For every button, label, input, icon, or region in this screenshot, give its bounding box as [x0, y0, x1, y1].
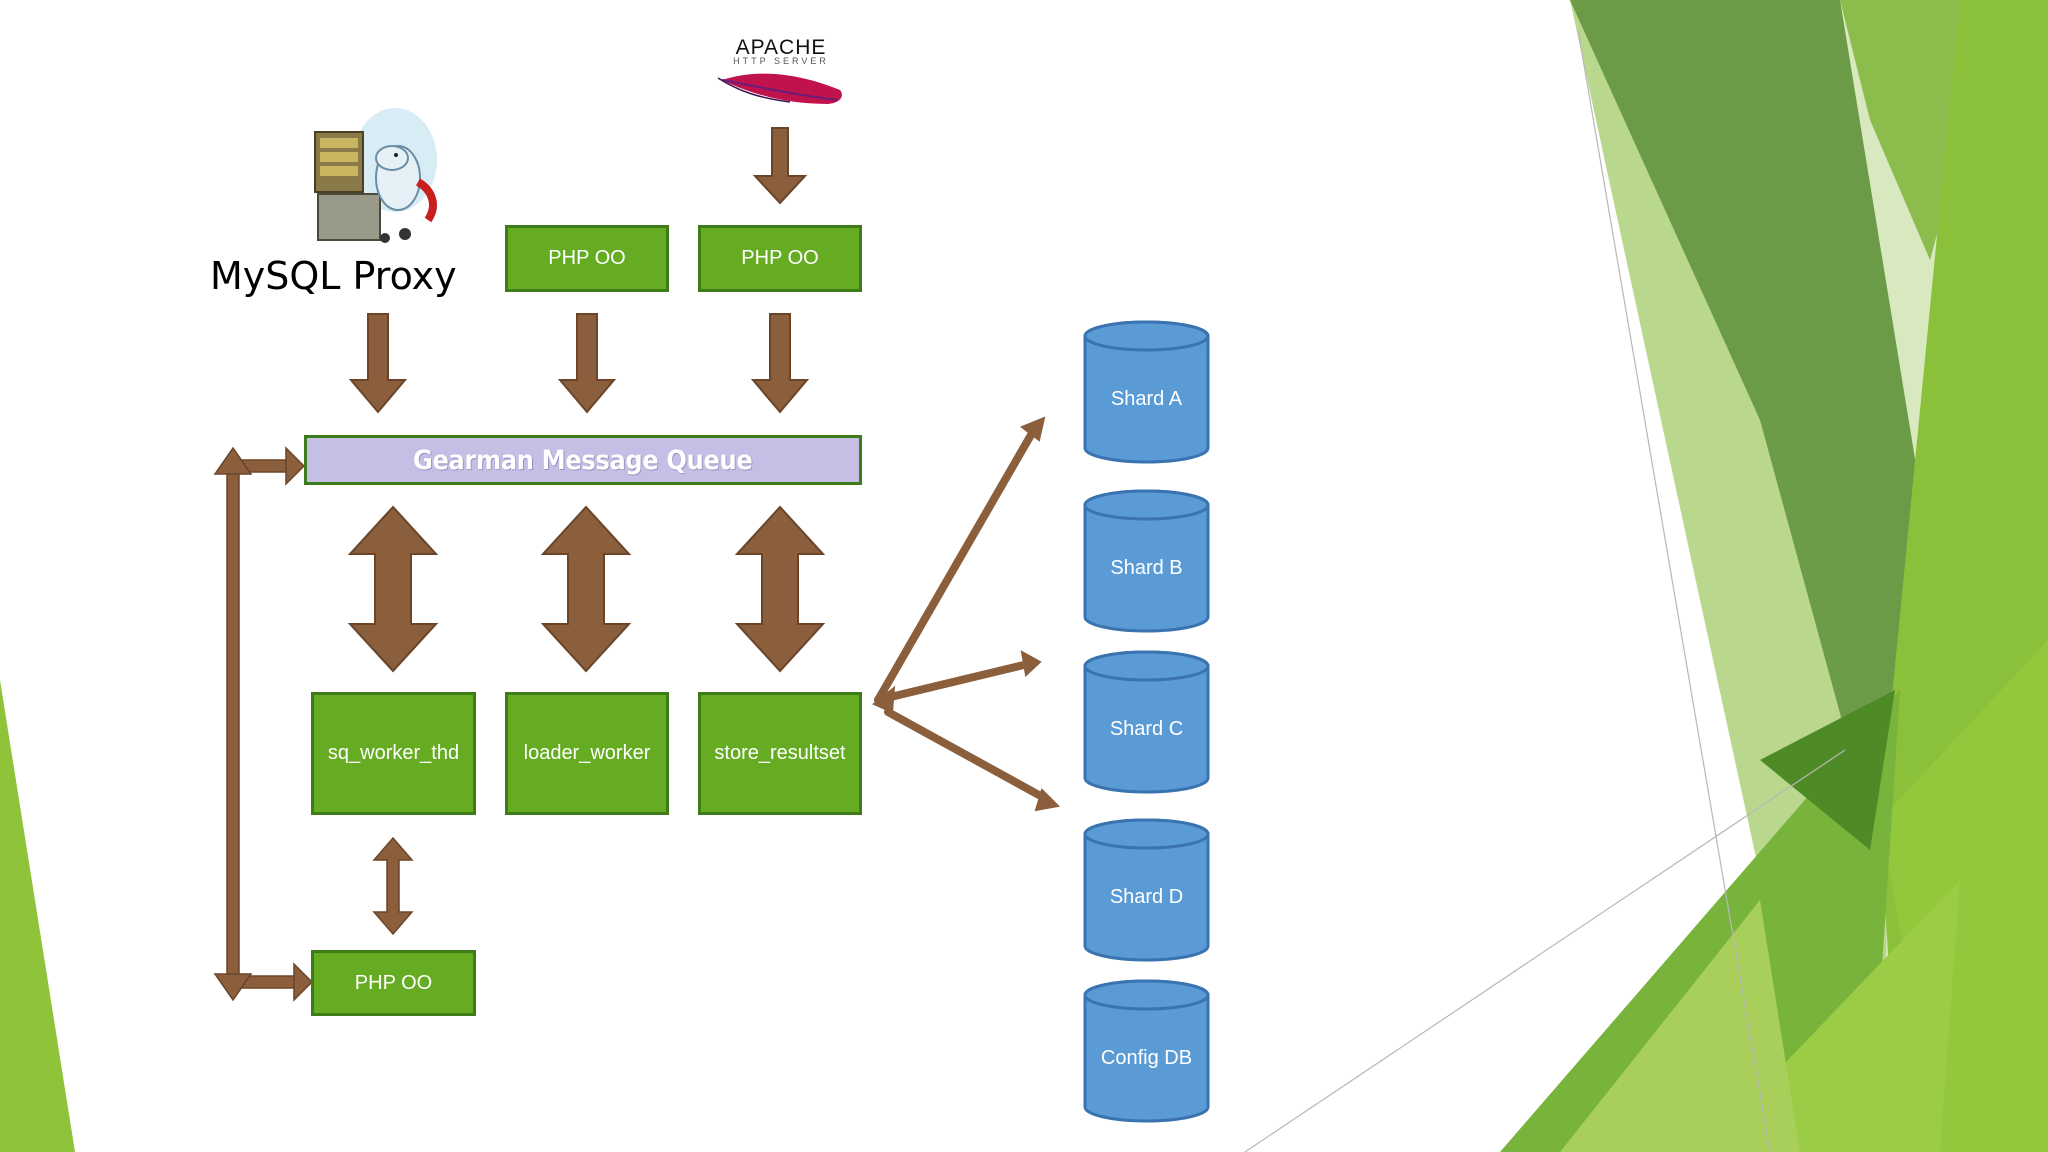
database-label: Config DB	[1100, 1047, 1193, 1069]
database-label: Shard A	[1110, 388, 1183, 410]
shard-connector-arrows	[872, 416, 1061, 812]
left-green-facet	[0, 680, 75, 1152]
mysql-proxy-dolphin-icon	[314, 108, 437, 243]
feedback-loop-arrow	[213, 446, 314, 1002]
php-client-box-2: PHP OO	[698, 225, 862, 292]
worker-box-loader-worker: loader_worker	[505, 692, 669, 815]
gearman-queue-label: Gearman Message Queue	[413, 444, 753, 476]
database-cylinder-config-db	[1083, 979, 1210, 1123]
database-label: Shard D	[1109, 886, 1184, 908]
thin-guide-lines	[1244, 29, 1846, 1152]
down-arrow-php-client-1	[557, 313, 617, 414]
apache-logo-text: APACHE	[735, 36, 827, 59]
right-green-facets	[1500, 0, 2048, 1152]
database-cylinder-shard-c	[1083, 650, 1210, 794]
worker-box-sq-worker-thd: sq_worker_thd	[311, 692, 476, 815]
database-label: Shard B	[1110, 557, 1183, 579]
down-arrow-php-client-2	[750, 313, 810, 414]
apache-feather-icon	[717, 73, 842, 104]
database-cylinder-shard-d	[1083, 818, 1210, 962]
double-arrow-store-resultset	[736, 506, 824, 672]
worker-box-store-resultset: store_resultset	[698, 692, 862, 815]
double-arrow-sq-worker	[349, 506, 437, 672]
gearman-message-queue: Gearman Message Queue	[304, 435, 862, 485]
down-arrow-apache	[752, 127, 808, 205]
php-client-box-bottom: PHP OO	[311, 950, 476, 1016]
down-arrow-mysql-proxy	[348, 313, 408, 414]
database-label: Shard C	[1109, 718, 1184, 740]
database-cylinder-shard-b	[1083, 489, 1210, 633]
database-cylinders	[1083, 320, 1210, 1123]
database-cylinder-shard-a	[1083, 320, 1210, 464]
apache-logo-subtitle: HTTP SERVER	[733, 56, 829, 66]
double-arrow-worker-to-php	[372, 836, 414, 936]
php-client-box-1: PHP OO	[505, 225, 669, 292]
mysql-proxy-label: MySQL Proxy	[210, 254, 457, 298]
double-arrow-loader-worker	[542, 506, 630, 672]
